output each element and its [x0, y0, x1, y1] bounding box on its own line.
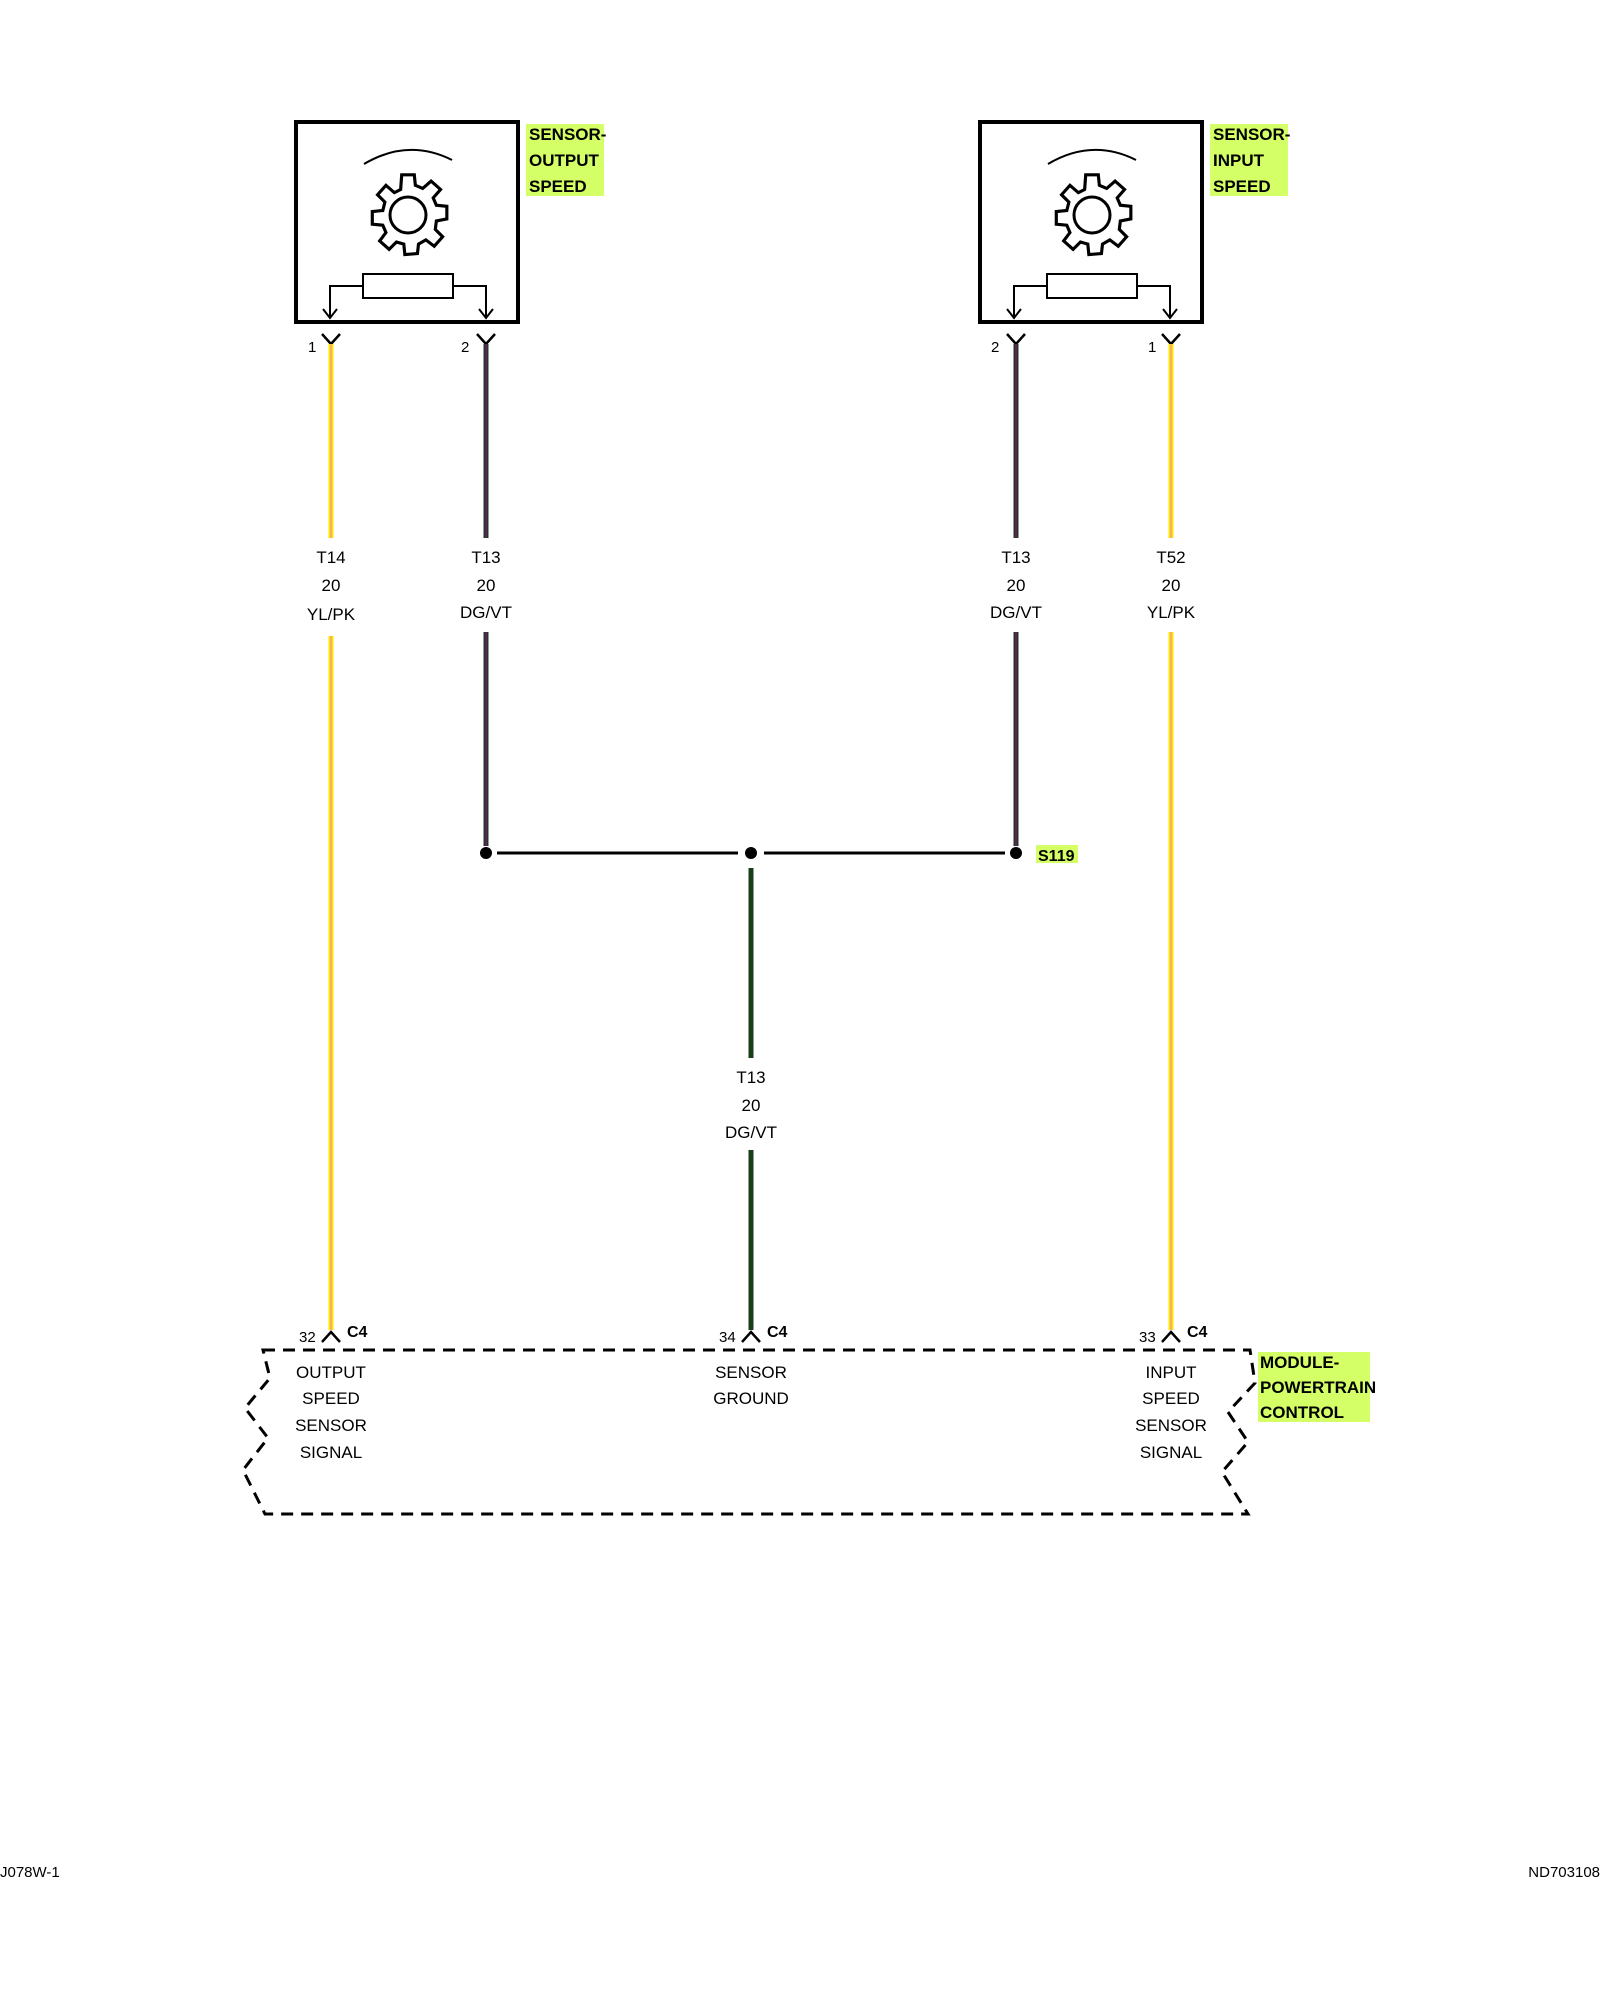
- ground-bus[interactable]: [480, 847, 1022, 859]
- input-sensor-name-label: SENSOR- INPUT SPEED: [1210, 124, 1290, 196]
- wire-label-t52: T52 20 YL/PK: [1147, 548, 1196, 622]
- splice-name: S119: [1038, 848, 1075, 865]
- wire-circuit: T14: [316, 548, 345, 567]
- wire-gauge: 20: [1162, 576, 1181, 595]
- powertrain-control-module[interactable]: [241, 1348, 1257, 1516]
- wire-label-t13-input: T13 20 DG/VT: [990, 548, 1042, 622]
- svg-text:SPEED: SPEED: [302, 1389, 360, 1408]
- input-sensor-name-line2: INPUT: [1213, 151, 1265, 170]
- svg-text:SIGNAL: SIGNAL: [1140, 1443, 1202, 1462]
- wire-gauge: 20: [322, 576, 341, 595]
- wire-gauge: 20: [477, 576, 496, 595]
- input-speed-sensor[interactable]: [978, 120, 1204, 324]
- output-speed-sensor[interactable]: [294, 120, 520, 324]
- output-sensor-name-label: SENSOR- OUTPUT SPEED: [526, 124, 606, 196]
- connector-id: C4: [1187, 1324, 1208, 1341]
- wire-color: DG/VT: [990, 603, 1042, 622]
- input-sensor-pin-2: 2: [991, 339, 999, 356]
- wire-color: YL/PK: [1147, 603, 1196, 622]
- gear-icon: [370, 173, 449, 257]
- splice-dot: [745, 847, 757, 859]
- splice-label: S119: [1036, 845, 1078, 865]
- pin-function-label-34: SENSOR GROUND: [713, 1363, 789, 1408]
- wire-color: DG/VT: [725, 1123, 777, 1142]
- wire-label-t14: T14 20 YL/PK: [307, 548, 356, 624]
- resistor-icon: [1006, 273, 1178, 320]
- wire-color: DG/VT: [460, 603, 512, 622]
- input-sensor-name-line1: SENSOR-: [1213, 125, 1290, 144]
- output-sensor-name-line3: SPEED: [529, 177, 587, 196]
- junction-dot: [480, 847, 492, 859]
- sensor-pin-connectors: 1 2 2 1: [308, 333, 1181, 356]
- junction-dot: [1010, 847, 1022, 859]
- wire-circuit: T13: [736, 1068, 765, 1087]
- svg-text:SPEED: SPEED: [1142, 1389, 1200, 1408]
- footer-left-code: J078W-1: [0, 1864, 60, 1881]
- pin-number: 33: [1139, 1329, 1156, 1346]
- output-sensor-pin-1: 1: [308, 339, 316, 356]
- output-sensor-name-line2: OUTPUT: [529, 151, 600, 170]
- connector-id: C4: [767, 1324, 788, 1341]
- pin-function-label-33: INPUT SPEED SENSOR SIGNAL: [1135, 1363, 1207, 1462]
- svg-text:OUTPUT: OUTPUT: [296, 1363, 366, 1382]
- svg-text:GROUND: GROUND: [713, 1389, 789, 1408]
- connector-id: C4: [347, 1324, 368, 1341]
- pcm-name-line1: MODULE-: [1260, 1353, 1339, 1372]
- gear-icon: [1054, 173, 1133, 257]
- input-sensor-name-line3: SPEED: [1213, 177, 1271, 196]
- wire-gauge: 20: [742, 1096, 761, 1115]
- svg-text:SIGNAL: SIGNAL: [300, 1443, 362, 1462]
- wire-label-t13-common: T13 20 DG/VT: [725, 1068, 777, 1142]
- wire-label-t13-output: T13 20 DG/VT: [460, 548, 512, 622]
- wire-color: YL/PK: [307, 605, 356, 624]
- output-sensor-pin-2: 2: [461, 339, 469, 356]
- wire-circuit: T52: [1156, 548, 1185, 567]
- svg-text:SENSOR: SENSOR: [295, 1416, 367, 1435]
- input-sensor-pin-1: 1: [1148, 339, 1156, 356]
- pin-number: 32: [299, 1329, 316, 1346]
- pcm-pin-32[interactable]: 32 C4: [299, 1324, 368, 1346]
- svg-text:SENSOR: SENSOR: [715, 1363, 787, 1382]
- pcm-pin-33[interactable]: 33 C4: [1139, 1324, 1208, 1346]
- pcm-name-label: MODULE- POWERTRAIN CONTROL: [1258, 1352, 1376, 1422]
- pin-function-label-32: OUTPUT SPEED SENSOR SIGNAL: [295, 1363, 367, 1462]
- footer-right-code: ND703108: [1528, 1864, 1600, 1881]
- output-sensor-name-line1: SENSOR-: [529, 125, 606, 144]
- wire-circuit: T13: [471, 548, 500, 567]
- svg-text:SENSOR: SENSOR: [1135, 1416, 1207, 1435]
- pcm-pin-34[interactable]: 34 C4: [719, 1324, 788, 1346]
- svg-text:INPUT: INPUT: [1146, 1363, 1197, 1382]
- pin-number: 34: [719, 1329, 736, 1346]
- pcm-name-line2: POWERTRAIN: [1260, 1378, 1376, 1397]
- wire-gauge: 20: [1007, 576, 1026, 595]
- pcm-name-line3: CONTROL: [1260, 1403, 1344, 1422]
- wire-circuit: T13: [1001, 548, 1030, 567]
- resistor-icon: [322, 273, 494, 320]
